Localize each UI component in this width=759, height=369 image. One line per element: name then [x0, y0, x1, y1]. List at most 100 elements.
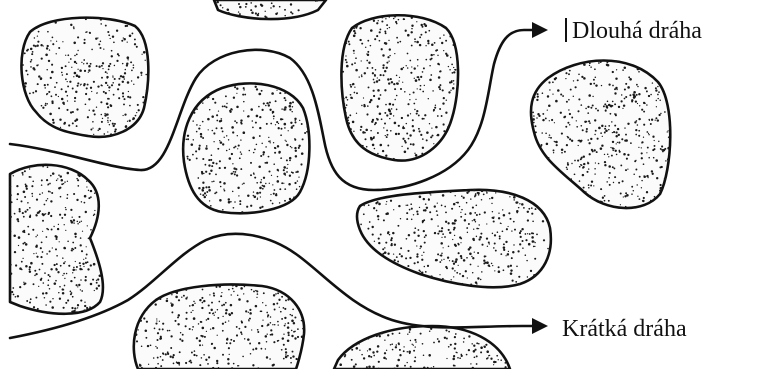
- stipple-dot: [433, 366, 434, 367]
- stipple-dot: [568, 99, 570, 101]
- stipple-dot: [253, 152, 254, 153]
- stipple-dot: [420, 85, 422, 87]
- stipple-dot: [17, 220, 19, 222]
- stipple-dot: [101, 121, 103, 123]
- stipple-dot: [206, 331, 207, 332]
- stipple-dot: [419, 207, 420, 208]
- stipple-dot: [36, 214, 38, 216]
- stipple-dot: [382, 248, 384, 250]
- stipple-dot: [157, 363, 159, 365]
- stipple-dot: [49, 250, 51, 252]
- stipple-dot: [451, 80, 453, 82]
- stipple-dot: [625, 206, 627, 208]
- stipple-dot: [503, 246, 506, 249]
- stipple-dot: [408, 138, 410, 140]
- stipple-dot: [428, 98, 429, 99]
- stipple-dot: [166, 298, 167, 299]
- stipple-dot: [454, 222, 456, 224]
- stipple-dot: [36, 199, 38, 201]
- stipple-dot: [234, 201, 236, 203]
- stipple-dot: [94, 290, 95, 291]
- stipple-dot: [503, 269, 505, 271]
- stipple-dot: [648, 134, 649, 135]
- stipple-dot: [179, 338, 181, 340]
- stipple-dot: [224, 190, 226, 192]
- stipple-dot: [503, 243, 505, 245]
- stipple-dot: [518, 276, 520, 278]
- stipple-dot: [283, 173, 286, 176]
- stipple-dot: [207, 118, 210, 121]
- stipple-dot: [594, 134, 595, 135]
- stipple-dot: [86, 31, 88, 33]
- stipple-dot: [545, 117, 547, 119]
- stipple-dot: [450, 344, 452, 346]
- stipple-dot: [519, 203, 520, 204]
- stipple-dot: [124, 129, 126, 131]
- stipple-dot: [39, 210, 41, 212]
- stipple-dot: [98, 66, 100, 68]
- stipple-dot: [239, 328, 241, 330]
- grain-bottom-right: [334, 326, 510, 369]
- stipple-dot: [196, 108, 198, 110]
- stipple-dot: [437, 225, 438, 226]
- stipple-dot: [200, 335, 202, 337]
- stipple-dot: [67, 181, 68, 182]
- stipple-dot: [120, 75, 122, 77]
- stipple-dot: [55, 268, 57, 270]
- stipple-dot: [199, 299, 201, 301]
- stipple-dot: [432, 135, 434, 137]
- stipple-dot: [76, 54, 78, 56]
- stipple-dot: [219, 160, 221, 162]
- stipple-dot: [183, 295, 185, 297]
- stipple-dot: [165, 353, 167, 355]
- stipple-dot: [449, 69, 451, 71]
- stipple-dot: [578, 74, 580, 76]
- stipple-dot: [569, 113, 571, 115]
- stipple-dot: [650, 200, 651, 201]
- stipple-dot: [220, 118, 222, 120]
- stipple-dot: [170, 347, 172, 349]
- stipple-dot: [33, 68, 35, 70]
- stipple-dot: [427, 40, 429, 42]
- stipple-dot: [129, 35, 132, 38]
- stipple-dot: [88, 72, 89, 73]
- stipple-dot: [641, 157, 643, 159]
- stipple-dot: [431, 58, 433, 60]
- stipple-dot: [22, 64, 24, 66]
- stipple-dot: [583, 77, 586, 80]
- stipple-dot: [278, 299, 280, 301]
- stipple-dot: [256, 144, 258, 146]
- stipple-dot: [234, 120, 236, 122]
- stipple-dot: [448, 331, 450, 333]
- stipple-dot: [479, 213, 481, 215]
- stipple-dot: [643, 163, 645, 165]
- stipple-dot: [24, 210, 26, 212]
- stipple-dot: [223, 304, 225, 306]
- stipple-dot: [239, 200, 241, 202]
- stipple-dot: [46, 179, 48, 181]
- stipple-dot: [241, 123, 243, 125]
- stipple-dot: [399, 41, 401, 43]
- stipple-dot: [222, 130, 224, 132]
- stipple-dot: [86, 186, 87, 187]
- stipple-dot: [407, 205, 408, 206]
- stipple-dot: [502, 230, 504, 232]
- stipple-dot: [394, 53, 395, 54]
- stipple-dot: [298, 147, 300, 149]
- stipple-dot: [110, 38, 111, 39]
- stipple-dot: [486, 358, 488, 360]
- stipple-dot: [367, 350, 368, 351]
- stipple-dot: [360, 126, 362, 128]
- stipple-dot: [13, 234, 16, 237]
- stipple-dot: [370, 99, 373, 102]
- stipple-dot: [49, 113, 52, 116]
- stipple-dot: [460, 216, 462, 218]
- stipple-dot: [287, 332, 289, 334]
- stipple-dot: [63, 247, 66, 250]
- stipple-dot: [344, 355, 346, 357]
- stipple-dot: [622, 108, 623, 109]
- stipple-dot: [60, 196, 62, 198]
- stipple-dot: [397, 261, 399, 263]
- stipple-dot: [231, 312, 233, 314]
- stipple-dot: [201, 171, 203, 173]
